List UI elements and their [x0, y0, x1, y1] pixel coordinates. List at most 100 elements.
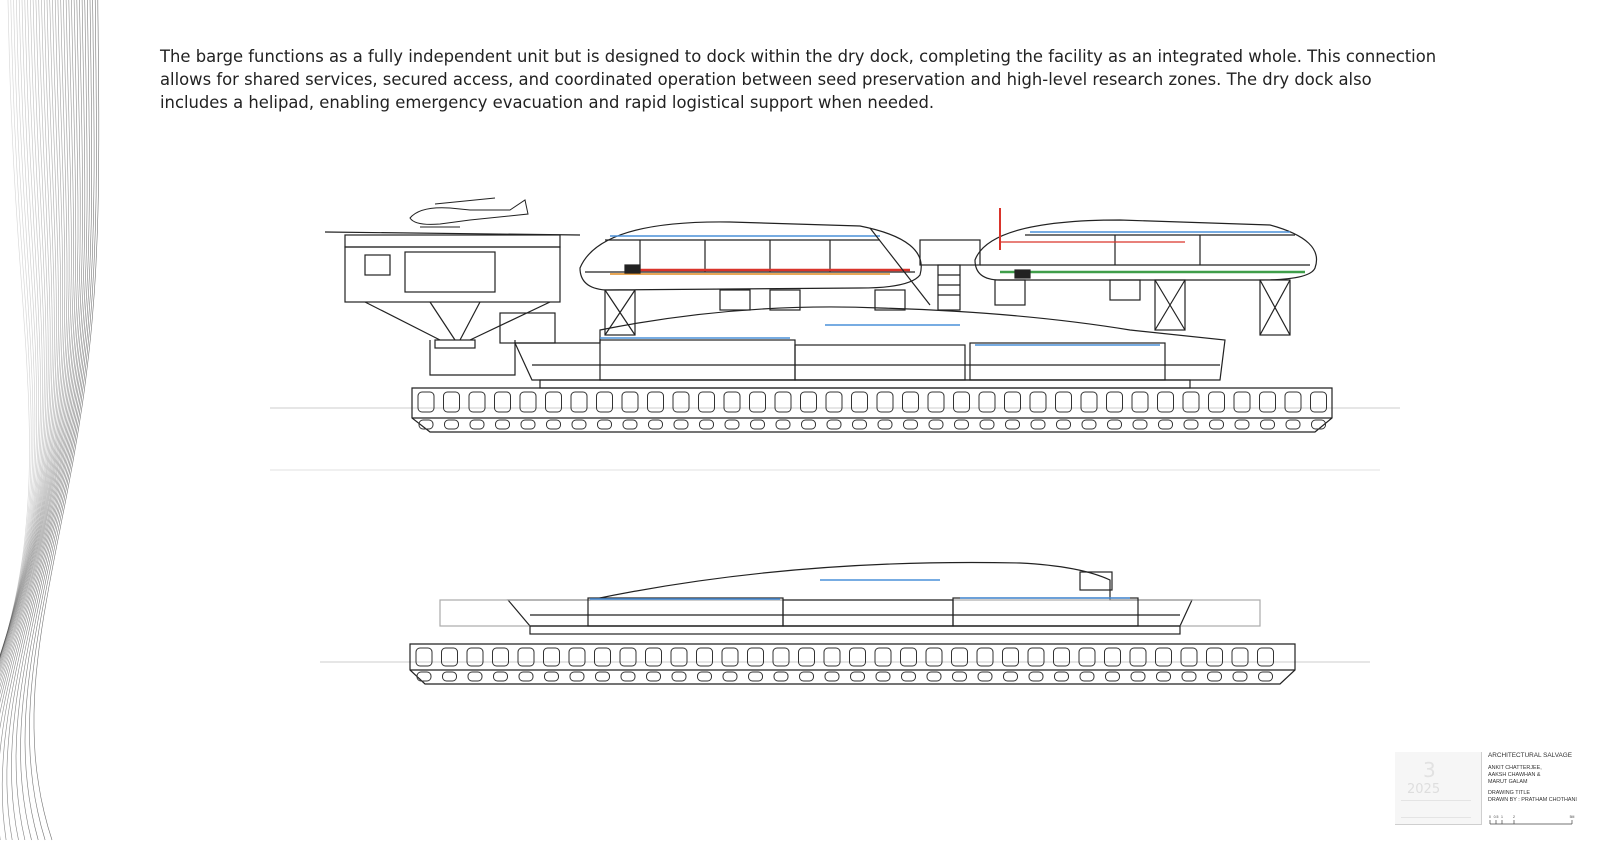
- hull-cell: [1129, 647, 1147, 667]
- hull-cell-lower: [850, 671, 865, 682]
- hull-cell: [976, 647, 994, 667]
- hull-cell-lower: [620, 671, 636, 682]
- team-line-1: ANKIT CHATTERJEE,: [1488, 765, 1542, 771]
- hull-cell-lower: [799, 671, 814, 682]
- scale-tick-label: 5M: [1570, 815, 1575, 819]
- wave-line: [0, 0, 81, 841]
- hull-cell: [1310, 391, 1327, 413]
- wave-line: [0, 0, 57, 665]
- hull-cell-lower: [901, 671, 916, 682]
- wave-line: [0, 0, 36, 658]
- wave-line: [0, 0, 43, 657]
- hull-cell-lower: [1056, 419, 1071, 430]
- decorative-wave-lines: [0, 0, 100, 841]
- hull-cell-lower: [1209, 419, 1224, 430]
- wave-line: [0, 0, 34, 658]
- hull-cell-lower: [597, 419, 612, 430]
- hull-cell: [468, 391, 486, 413]
- wave-line: [0, 0, 49, 659]
- hull-cell: [545, 391, 562, 413]
- wave-line: [0, 0, 64, 673]
- hull-cell: [1180, 647, 1198, 667]
- hull-cell: [1155, 647, 1172, 667]
- hull-cell-lower: [1260, 419, 1275, 430]
- hull-cell: [1106, 391, 1123, 413]
- hull-cell: [747, 647, 764, 667]
- hull-cell: [647, 391, 664, 413]
- wave-line: [0, 0, 70, 688]
- hull-cell-lower: [903, 419, 918, 430]
- hull-cell: [1053, 647, 1070, 667]
- hull-cell: [953, 391, 970, 413]
- hull-cell: [570, 391, 588, 413]
- hull-cell-lower: [1156, 671, 1171, 682]
- hull-cell: [798, 647, 815, 667]
- barge-hull: [409, 625, 1296, 685]
- hull-cell-lower: [1132, 419, 1148, 430]
- hull-cell: [492, 647, 509, 667]
- hull-cell: [927, 391, 945, 413]
- logo-year: 2025: [1407, 782, 1441, 797]
- hull-cell: [772, 647, 790, 667]
- hull-cell: [519, 391, 537, 413]
- hull-cell: [723, 391, 741, 413]
- hull-cell: [1157, 391, 1174, 413]
- wave-line: [20, 0, 92, 841]
- hull-cell-lower: [1054, 671, 1069, 682]
- logo-number: 3: [1423, 758, 1436, 782]
- helipad: [324, 231, 581, 376]
- hull-cell-lower: [546, 419, 561, 430]
- hull-cell-lower: [569, 671, 585, 682]
- hull-cell: [823, 647, 841, 667]
- wave-line: [0, 0, 68, 682]
- hull-cell: [415, 647, 433, 667]
- hull-cell: [902, 391, 919, 413]
- wave-line: [0, 0, 66, 678]
- wave-line: [0, 0, 41, 657]
- hull-cell: [1231, 647, 1249, 667]
- hull-cell: [749, 391, 766, 413]
- hull-cell-lower: [722, 671, 738, 682]
- hull-cell-lower: [416, 671, 432, 682]
- hull-cell-lower: [824, 671, 840, 682]
- wave-line: [0, 0, 45, 657]
- hull-cell-lower: [750, 419, 765, 430]
- hull-cell-lower: [1030, 419, 1046, 430]
- hull-cell: [1002, 647, 1019, 667]
- wave-line: [0, 0, 30, 659]
- hull-cell-lower: [1234, 419, 1250, 430]
- hull-cell: [1182, 391, 1200, 413]
- connecting-bridge: [869, 227, 981, 311]
- hull-cells: [415, 647, 1274, 682]
- hull-cell: [1257, 647, 1274, 667]
- hull-cell: [1004, 391, 1021, 413]
- wave-line: [15, 0, 90, 841]
- hull-cell: [619, 647, 637, 667]
- wave-line: [6, 0, 86, 841]
- hull-cell-lower: [646, 671, 661, 682]
- hull-cell: [596, 391, 613, 413]
- hull-cell: [1208, 391, 1225, 413]
- title-block: 3 2025 ARCHITECTURAL SALVAGE ANKIT CHATT…: [1395, 752, 1585, 828]
- wave-line: [24, 0, 95, 841]
- hull-cell-lower: [952, 671, 967, 682]
- hull-cell-lower: [697, 671, 712, 682]
- section-drawing-docked: [270, 197, 1400, 471]
- hull-cell-lower: [748, 671, 763, 682]
- wave-line: [0, 0, 79, 730]
- hull-cell-lower: [1130, 671, 1146, 682]
- hull-cell: [1233, 391, 1251, 413]
- hull-cell-lower: [1258, 671, 1273, 682]
- hull-cell-lower: [544, 671, 559, 682]
- hull-cell: [698, 391, 715, 413]
- wave-line: [0, 0, 32, 659]
- hull-cell: [1027, 647, 1045, 667]
- hull-cell-lower: [1105, 671, 1120, 682]
- hull-cell: [1080, 391, 1098, 413]
- hull-cell-lower: [1005, 419, 1020, 430]
- hull-cell-lower: [852, 419, 867, 430]
- wave-line: [0, 0, 53, 661]
- hull-cell: [1055, 391, 1072, 413]
- hull-cell: [851, 391, 868, 413]
